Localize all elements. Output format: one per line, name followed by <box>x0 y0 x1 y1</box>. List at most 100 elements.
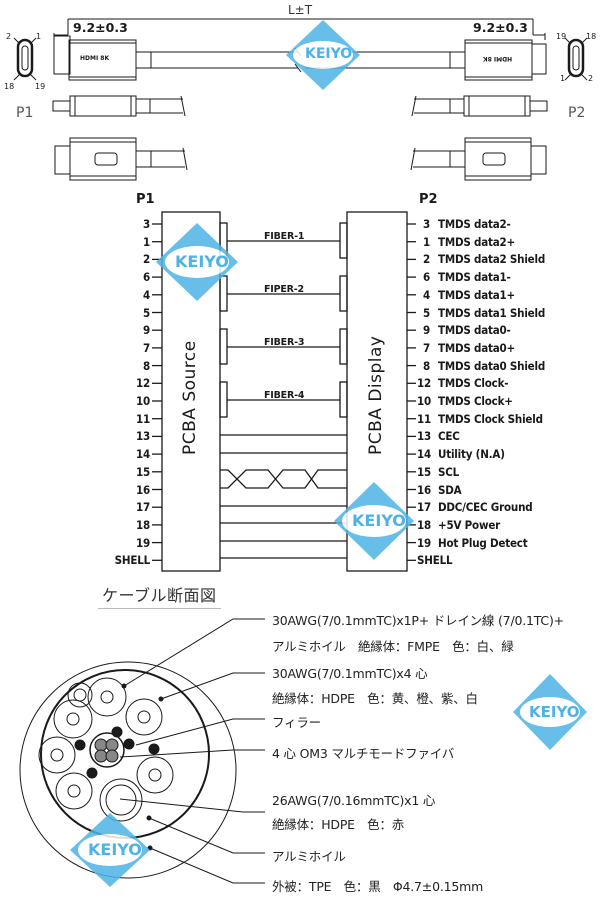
pin-num: 1 <box>36 32 42 41</box>
pin-num: 18 <box>586 32 597 41</box>
note-4: 4 心 OM3 マルチモードファイバ <box>272 746 455 761</box>
right-pin-number: 6 <box>423 270 430 285</box>
left-pin-number: 17 <box>136 500 150 515</box>
note-5-line1: 26AWG(7/0.16mmTC)x1 心 <box>272 793 436 808</box>
right-pin-signal: SCL <box>438 464 460 479</box>
cross-section-title: ケーブル断面図 <box>98 582 221 609</box>
fiber-label: FIBER-3 <box>264 337 305 348</box>
keiyo-watermark-notes <box>513 674 587 750</box>
left-plug-text: HDMI 8K <box>80 55 110 62</box>
p1-connector-label: P1 <box>16 105 34 121</box>
right-pin-signal: CEC <box>438 429 460 444</box>
pin-num: 19 <box>35 82 46 91</box>
right-pin-number: 4 <box>423 287 430 302</box>
right-pin-number: SHELL <box>417 553 453 568</box>
right-pin-signal: TMDS data2 Shield <box>438 252 546 267</box>
left-pin-number: 18 <box>136 517 150 532</box>
right-pin-number: 5 <box>423 305 430 320</box>
left-pin-number: 2 <box>143 252 150 267</box>
left-pin-number: 3 <box>143 217 150 231</box>
pcba-display-label: PCBA Display <box>366 335 386 455</box>
keiyo-watermark-p2 <box>334 482 414 560</box>
left-pin-number: 1 <box>143 234 150 249</box>
right-pin-signal: TMDS data0- <box>438 323 511 338</box>
note-1-line1: 30AWG(7/0.1mmTC)x1P+ ドレイン線 (7/0.1TC)+ <box>272 613 564 628</box>
dim-right: 9.2±0.3 <box>473 20 528 35</box>
right-pin-signal: DDC/CEC Ground <box>438 500 533 515</box>
pin-num: 18 <box>4 82 15 91</box>
left-pin-number: 6 <box>143 270 150 285</box>
pcba-source-label: PCBA Source <box>180 340 200 455</box>
right-pin-signal: TMDS Clock Shield <box>438 411 543 426</box>
right-usbc-face <box>567 38 585 78</box>
note-2-line1: 30AWG(7/0.1mmTC)x4 心 <box>272 666 428 681</box>
outer-jacket <box>19 661 237 879</box>
note-5-line2: 絶縁体：HDPE 色：赤 <box>272 817 405 832</box>
pin-num: 19 <box>556 32 567 41</box>
note-6: アルミホイル <box>272 849 346 864</box>
note-2-line2: 絶縁体：HDPE 色：黄、橙、紫、白 <box>272 691 478 706</box>
keiyo-watermark-top <box>286 20 360 90</box>
keiyo-text-wiring: KEIYO <box>175 252 229 271</box>
left-pin-number: 12 <box>136 376 150 391</box>
fiber-label: FIBER-1 <box>264 231 305 242</box>
fiber-label: FIPER-2 <box>264 284 304 295</box>
right-pin-signal: TMDS data2- <box>438 217 511 231</box>
right-pin-signal: TMDS data0+ <box>438 340 515 355</box>
right-pin-signal: TMDS data1+ <box>438 287 515 302</box>
left-pin-number: 19 <box>136 535 150 550</box>
right-pin-number: 19 <box>417 535 431 550</box>
right-pin-signal: TMDS data1- <box>438 270 511 285</box>
pin-num: 2 <box>6 32 12 41</box>
left-pin-number: SHELL <box>114 553 151 568</box>
aluminum-foil <box>40 669 210 839</box>
right-plug-text: HDMI 8K <box>483 55 513 62</box>
right-pin-signal: Hot Plug Detect <box>438 535 528 550</box>
right-pin-signal: TMDS data0 Shield <box>438 358 546 373</box>
left-pin-number: 16 <box>136 482 150 497</box>
right-pin-number: 2 <box>423 252 430 267</box>
right-pin-signal: TMDS Clock- <box>438 376 509 391</box>
dim-left: 9.2±0.3 <box>73 20 128 35</box>
p2-header: P2 <box>419 192 438 207</box>
keiyo-text-top: KEIYO <box>305 46 353 62</box>
pin-num: 1 <box>560 74 566 83</box>
right-pin-number: 12 <box>417 376 431 391</box>
left-pin-number: 11 <box>136 411 150 426</box>
left-usbc-face <box>16 38 34 78</box>
keiyo-text-p2: KEIYO <box>352 511 406 530</box>
left-pin-number: 14 <box>136 447 150 462</box>
right-pin-number: 17 <box>417 500 431 515</box>
note-3: フィラー <box>272 715 321 730</box>
p1-header: P1 <box>136 192 155 207</box>
right-pin-signal: +5V Power <box>438 517 501 532</box>
keiyo-watermark-wiring <box>156 223 238 301</box>
p2-connector-label: P2 <box>568 105 586 121</box>
right-pin-number: 10 <box>417 394 431 408</box>
left-pin-number: 10 <box>136 394 150 408</box>
left-pin-number: 13 <box>136 429 150 444</box>
keiyo-watermark-cross <box>70 813 150 887</box>
left-pin-number: 4 <box>143 287 150 302</box>
right-pin-signal: Utility (N.A) <box>438 447 505 462</box>
right-pin-signal: SDA <box>438 482 462 497</box>
right-pin-number: 3 <box>423 217 430 231</box>
right-pin-signal: TMDS data2+ <box>438 234 515 249</box>
right-pin-number: 7 <box>423 340 430 355</box>
cable-cross-section <box>19 618 265 884</box>
right-pin-number: 11 <box>417 411 431 426</box>
pin-num: 2 <box>588 74 594 83</box>
right-pin-signal: TMDS data1 Shield <box>438 305 546 320</box>
right-pin-number: 14 <box>417 447 431 462</box>
right-pin-number: 1 <box>423 234 430 249</box>
right-pin-number: 8 <box>423 358 430 373</box>
right-pin-signal: TMDS Clock+ <box>438 394 513 408</box>
note-7: 外被：TPE 色：黒 Φ4.7±0.15mm <box>272 879 484 894</box>
right-pin-number: 18 <box>417 517 431 532</box>
fiber-label: FIBER-4 <box>264 390 305 401</box>
wiring-diagram <box>152 211 416 572</box>
length-label: L±T <box>288 3 313 17</box>
left-pin-number: 15 <box>136 464 150 479</box>
left-pin-number: 8 <box>143 358 150 373</box>
